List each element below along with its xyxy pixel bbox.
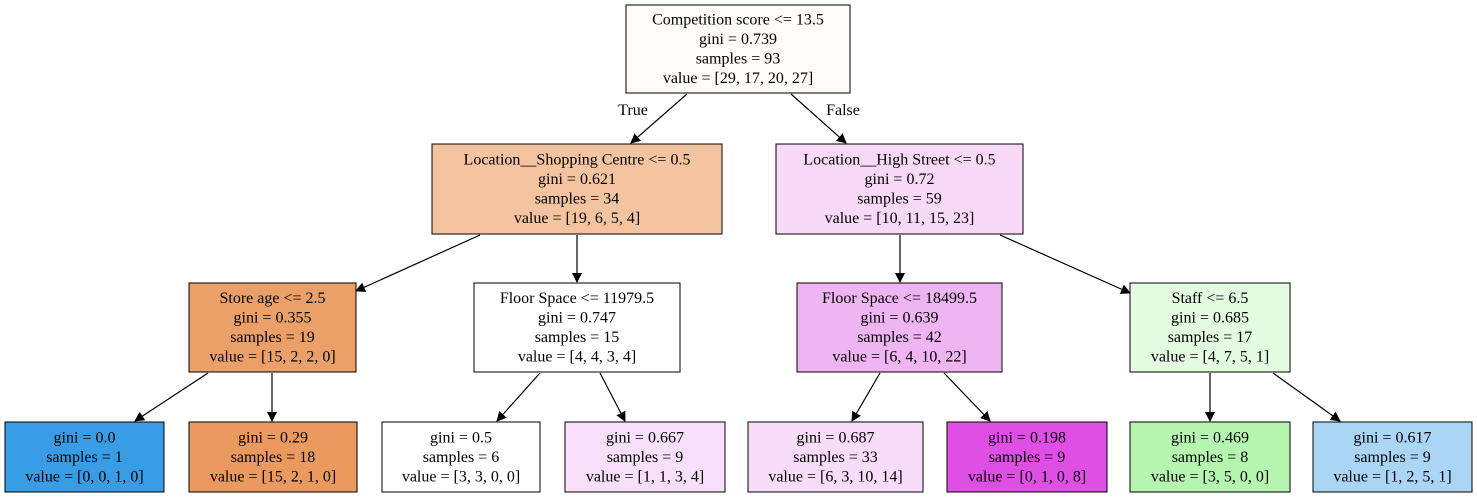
node-text-line: gini = 0.0 [54,429,116,446]
tree-node-n6: Staff <= 6.5 gini = 0.685 samples = 17 valu… [1129,282,1291,373]
node-text-line: value = [4, 4, 3, 4] [518,349,636,366]
tree-node-n14: gini = 0.617 samples = 9 value = [1, 2, 5,… [1312,421,1473,493]
node-text-line: gini = 0.747 [538,310,616,327]
node-box [564,421,726,493]
node-text-line: samples = 9 [1354,449,1431,466]
edge-n5-n11 [851,372,881,422]
node-text-line: samples = 17 [1168,329,1253,346]
node-text-line: samples = 18 [231,449,316,466]
node-text-line: samples = 34 [535,191,620,208]
node-text-line: value = [29, 17, 20, 27] [663,70,813,87]
node-text-line: value = [10, 11, 15, 23] [825,210,975,227]
edge-label-true: True [618,102,648,119]
tree-node-n5: Floor Space <= 18499.5 gini = 0.639 sample… [796,282,1003,373]
tree-node-n4: Floor Space <= 11979.5 gini = 0.747 sample… [473,282,681,373]
node-text-line: samples = 6 [423,449,500,466]
node-text-line: value = [0, 0, 1, 0] [25,468,143,485]
edge-n0-n1 [630,93,688,144]
node-box [1129,421,1291,493]
node-text-line: samples = 33 [793,449,878,466]
edge-n4-n10 [599,372,626,422]
node-text-line: samples = 93 [696,51,781,68]
node-text-line: gini = 0.687 [797,429,875,446]
edge-n0-n2 [790,93,847,144]
tree-node-n7: gini = 0.0 samples = 1 value = [0, 0, 1, 0… [4,421,165,493]
tree-node-n10: gini = 0.667 samples = 9 value = [1, 1, 3,… [564,421,726,493]
node-text-line: gini = 0.617 [1354,429,1432,446]
tree-node-n8: gini = 0.29 samples = 18 value = [15, 2, 1… [188,421,358,493]
node-text-line: value = [15, 2, 2, 0] [209,349,335,366]
node-text-line: Location__High Street <= 0.5 [803,152,995,169]
node-box [473,282,681,373]
node-text-line: samples = 9 [989,449,1066,466]
edge-n6-n14 [1272,372,1341,422]
node-text-line: samples = 8 [1172,449,1249,466]
node-text-line: gini = 0.355 [234,310,312,327]
node-box [796,282,1003,373]
node-text-line: gini = 0.198 [988,429,1066,446]
edge-n5-n12 [943,372,991,422]
node-text-line: gini = 0.685 [1171,310,1249,327]
node-box [946,421,1108,493]
node-text-line: Location__Shopping Centre <= 0.5 [464,152,691,169]
node-text-line: gini = 0.621 [538,171,616,188]
node-text-line: gini = 0.667 [606,429,684,446]
node-text-line: samples = 9 [607,449,684,466]
node-text-line: gini = 0.72 [865,171,935,188]
edge-n3-n7 [134,372,209,422]
node-text-line: Competition score <= 13.5 [652,12,824,29]
node-text-line: Store age <= 2.5 [219,290,325,307]
node-box [188,421,358,493]
tree-node-n11: gini = 0.687 samples = 33 value = [6, 3, 1… [747,421,924,493]
node-text-line: samples = 1 [46,449,123,466]
edges-layer: True False [134,93,1341,422]
node-text-line: value = [1, 2, 5, 1] [1333,468,1451,485]
node-box [625,4,851,94]
node-text-line: value = [19, 6, 5, 4] [514,210,640,227]
node-box [775,143,1024,235]
node-box [747,421,924,493]
node-text-line: samples = 59 [857,191,942,208]
node-box [4,421,165,493]
tree-node-n13: gini = 0.469 samples = 8 value = [3, 5, 0,… [1129,421,1291,493]
node-box [431,143,723,235]
edge-n1-n3 [355,234,481,292]
node-text-line: value = [6, 3, 10, 14] [768,468,902,485]
node-text-line: value = [0, 1, 0, 8] [968,468,1086,485]
node-text-line: samples = 15 [535,329,620,346]
node-text-line: value = [3, 5, 0, 0] [1151,468,1269,485]
node-box [1129,282,1291,373]
node-text-line: samples = 42 [857,329,942,346]
node-text-line: Floor Space <= 11979.5 [500,290,654,307]
node-text-line: value = [6, 4, 10, 22] [832,349,966,366]
tree-node-n0: Competition score <= 13.5 gini = 0.739 sam… [625,4,851,94]
tree-node-n9: gini = 0.5 samples = 6 value = [3, 3, 0, 0… [381,421,541,493]
node-text-line: samples = 19 [230,329,315,346]
nodes-layer: Competition score <= 13.5 gini = 0.739 sam… [4,4,1473,493]
node-text-line: value = [15, 2, 1, 0] [210,468,336,485]
tree-node-n2: Location__High Street <= 0.5 gini = 0.72 s… [775,143,1024,235]
node-text-line: Floor Space <= 18499.5 [822,290,977,307]
node-text-line: value = [3, 3, 0, 0] [402,468,520,485]
node-box [188,282,357,373]
node-box [1312,421,1473,493]
node-text-line: value = [1, 1, 3, 4] [586,468,704,485]
tree-node-n12: gini = 0.198 samples = 9 value = [0, 1, 0,… [946,421,1108,493]
tree-node-n3: Store age <= 2.5 gini = 0.355 samples = 19… [188,282,357,373]
node-text-line: gini = 0.5 [430,429,492,446]
edge-n2-n6 [999,234,1131,294]
node-text-line: gini = 0.639 [861,310,939,327]
tree-node-n1: Location__Shopping Centre <= 0.5 gini = 0… [431,143,723,235]
node-text-line: Staff <= 6.5 [1172,290,1249,307]
node-text-line: gini = 0.29 [238,429,308,446]
node-text-line: value = [4, 7, 5, 1] [1151,349,1269,366]
edge-label-false: False [826,102,860,119]
node-text-line: gini = 0.469 [1171,429,1249,446]
edge-n4-n9 [496,372,541,422]
node-text-line: gini = 0.739 [699,31,777,48]
node-box [381,421,541,493]
